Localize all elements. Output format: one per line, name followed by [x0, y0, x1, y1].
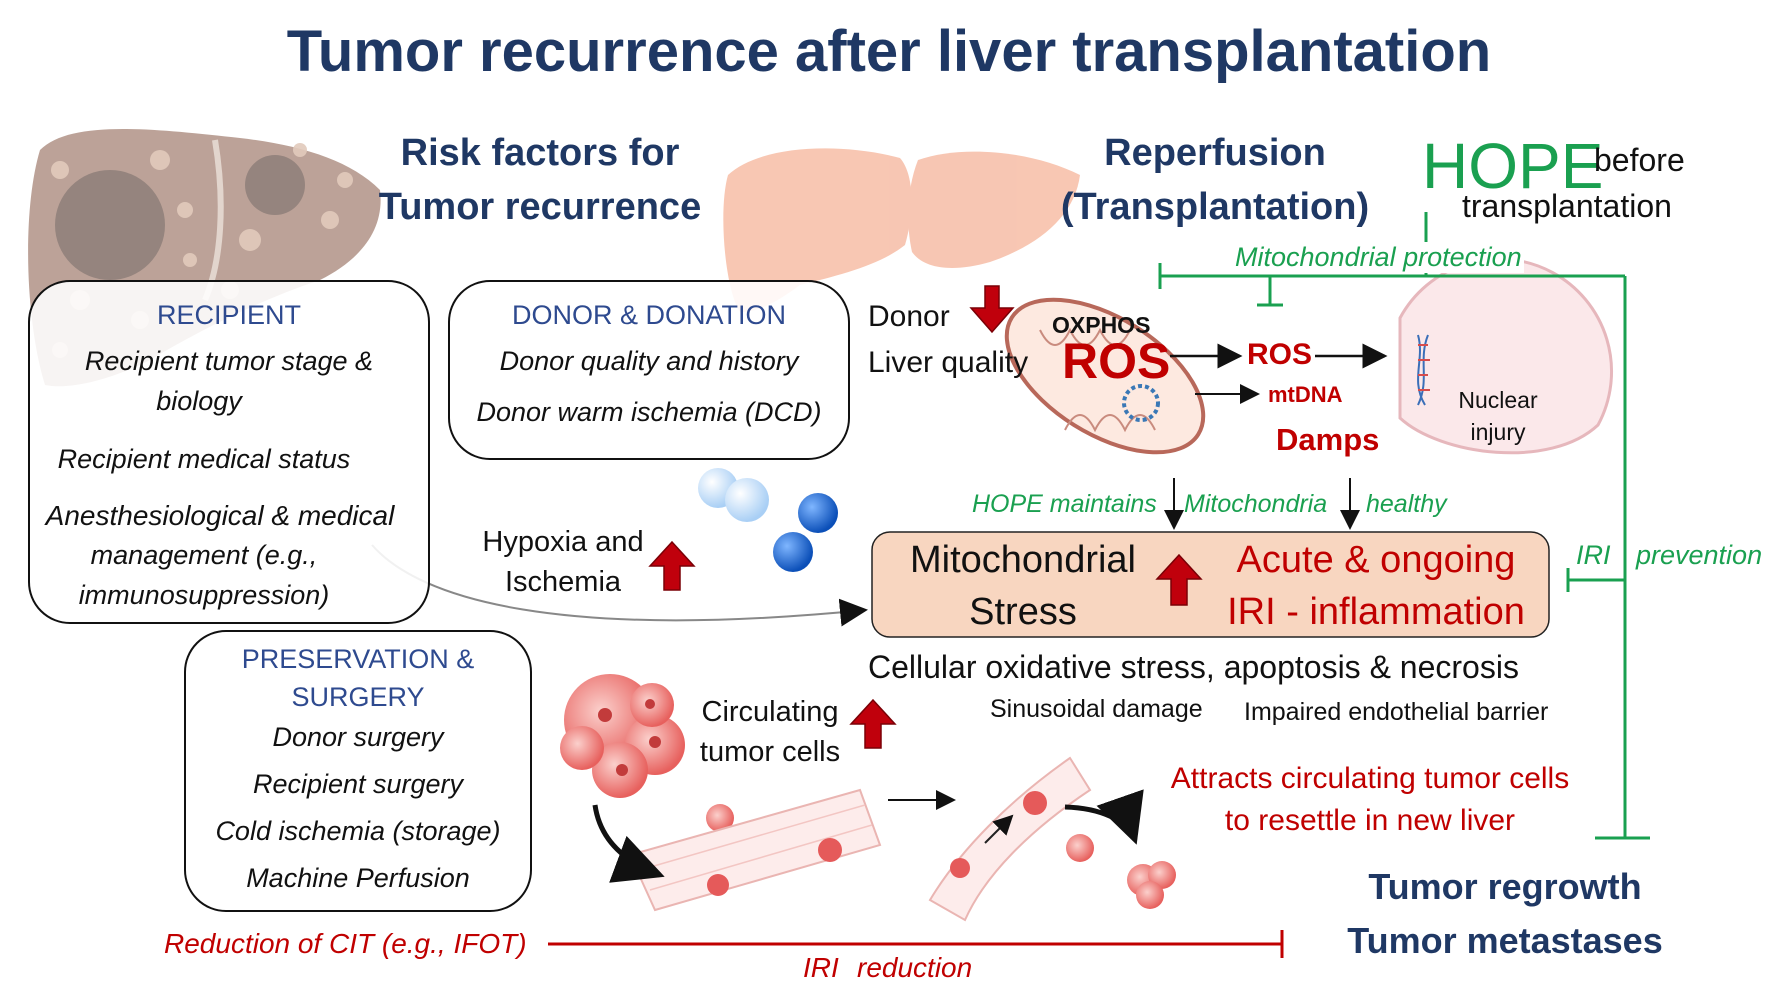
hypoxia-label: Hypoxia and Ischemia	[478, 522, 648, 602]
mito-protection-label: Mitochondrial protection	[1233, 242, 1524, 273]
tumor-metastases-label: Tumor metastases	[1347, 920, 1663, 961]
nuclear-line1: Nuclear	[1458, 387, 1538, 413]
mito-stress-line2: Stress	[969, 591, 1077, 633]
recipient-item-1b: biology	[156, 386, 242, 416]
preservation-item-2: Recipient surgery	[252, 769, 464, 799]
recipient-item-3a: Anesthesiological & medical	[45, 500, 395, 531]
reperfusion-heading-line1: Reperfusion	[1104, 132, 1326, 174]
reduction-cit-label: Reduction of CIT (e.g., IFOT)	[164, 928, 527, 959]
damps-label: Damps	[1276, 422, 1380, 457]
blood-vessel-1	[628, 788, 882, 912]
mito-stress-line1: Mitochondrial	[910, 539, 1136, 581]
circulating-line1: Circulating	[701, 696, 839, 728]
donor-item-2: Donor warm ischemia (DCD)	[476, 397, 822, 427]
mitochondrial-stress-label: Mitochondrial Stress	[884, 534, 1162, 638]
donor-label: Donor	[868, 300, 950, 333]
tumor-cell-cluster-icon	[560, 674, 734, 832]
preservation-item-4: Machine Perfusion	[246, 863, 470, 893]
iri-inflammation-label: Acute & ongoing IRI - inflammation	[1208, 534, 1544, 638]
donor-box: DONOR & DONATION Donor quality and histo…	[448, 280, 850, 460]
endothelial-label: Impaired endothelial barrier	[1244, 698, 1549, 726]
preservation-box-title-2: SURGERY	[291, 682, 425, 712]
preservation-item-3: Cold ischemia (storage)	[215, 816, 501, 846]
up-arrow-circulating	[849, 698, 897, 749]
up-arrow-hypoxia	[648, 540, 696, 591]
iri-reduction-label: reduction	[857, 952, 973, 983]
down-arrow-donor	[969, 285, 1015, 334]
preservation-box-title-1: PRESERVATION &	[241, 644, 475, 674]
attracts-label: Attracts circulating tumor cells to rese…	[1120, 758, 1620, 842]
nuclear-injury-label: Nuclear injury	[1448, 384, 1548, 448]
recipient-box: RECIPIENT Recipient tumor stage & biolog…	[28, 280, 430, 624]
recipient-item-3c: immunosuppression)	[78, 580, 330, 610]
nuclear-line2: injury	[1470, 419, 1526, 445]
iri-prevention-label: prevention	[1636, 540, 1763, 570]
preservation-box: PRESERVATION & SURGERY Donor surgery Rec…	[184, 630, 532, 912]
mitochondria-label: Mitochondria	[1184, 490, 1328, 518]
up-arrow-stress	[1155, 553, 1203, 606]
donor-box-title: DONOR & DONATION	[511, 300, 786, 330]
cellular-stress-label: Cellular oxidative stress, apoptosis & n…	[868, 649, 1519, 685]
recipient-item-2: Recipient medical status	[57, 444, 351, 474]
circulating-line2: tumor cells	[699, 736, 841, 768]
iri-line1: Acute & ongoing	[1236, 539, 1516, 581]
iri-line2: IRI - inflammation	[1227, 591, 1525, 633]
hypoxia-line2: Ischemia	[504, 566, 622, 598]
reperfusion-heading: Reperfusion (Transplantation)	[1040, 126, 1390, 234]
outcome-label: Tumor regrowth Tumor metastases	[1320, 860, 1690, 968]
iri-reduction-iri: IRI	[803, 952, 839, 983]
risk-factors-heading-line2: Tumor recurrence	[378, 186, 702, 228]
stress-box-bg	[871, 531, 1550, 638]
reperfusion-heading-line2: (Transplantation)	[1060, 186, 1370, 228]
attracts-line2: to resettle in new liver	[1224, 804, 1516, 837]
hope-transplantation-label: transplantation	[1462, 188, 1672, 224]
ros-big-label: ROS	[1062, 333, 1171, 389]
tumor-regrowth-label: Tumor regrowth	[1368, 866, 1642, 907]
hope-label: HOPE	[1422, 130, 1604, 202]
hope-maintains-label: HOPE maintains	[972, 490, 1157, 518]
risk-factors-heading-line1: Risk factors for	[400, 132, 680, 174]
circulating-label: Circulating tumor cells	[690, 692, 850, 772]
mtdna-label: mtDNA	[1268, 382, 1343, 407]
iri-reduction-line	[548, 930, 1284, 958]
risk-factors-heading: Risk factors for Tumor recurrence	[360, 126, 720, 234]
hypoxia-line1: Hypoxia and	[482, 526, 644, 558]
black-arrows	[371, 343, 1388, 883]
attracts-line1: Attracts circulating tumor cells	[1170, 762, 1570, 795]
recipient-box-title: RECIPIENT	[156, 300, 302, 330]
recipient-item-3b: management (e.g.,	[90, 540, 318, 570]
donor-item-1: Donor quality and history	[499, 346, 799, 376]
iri-prevention-iri: IRI	[1576, 540, 1611, 570]
healthy-label: healthy	[1366, 490, 1447, 518]
recipient-item-1a: Recipient tumor stage &	[84, 346, 374, 376]
donor-liver-image	[723, 148, 1080, 312]
oxygen-molecules-icon	[698, 468, 838, 572]
oxphos-label: OXPHOS	[1052, 312, 1151, 338]
hope-before-label: before	[1594, 142, 1685, 178]
page-title: Tumor recurrence after liver transplanta…	[286, 19, 1492, 84]
ros-label: ROS	[1247, 338, 1313, 371]
liver-quality-label: Liver quality	[868, 346, 1029, 379]
sinusoidal-label: Sinusoidal damage	[990, 695, 1203, 723]
mitochondrion-icon	[1004, 297, 1206, 455]
preservation-item-1: Donor surgery	[272, 722, 444, 752]
blood-vessel-2	[928, 756, 1176, 922]
red-arrows	[648, 285, 1203, 749]
